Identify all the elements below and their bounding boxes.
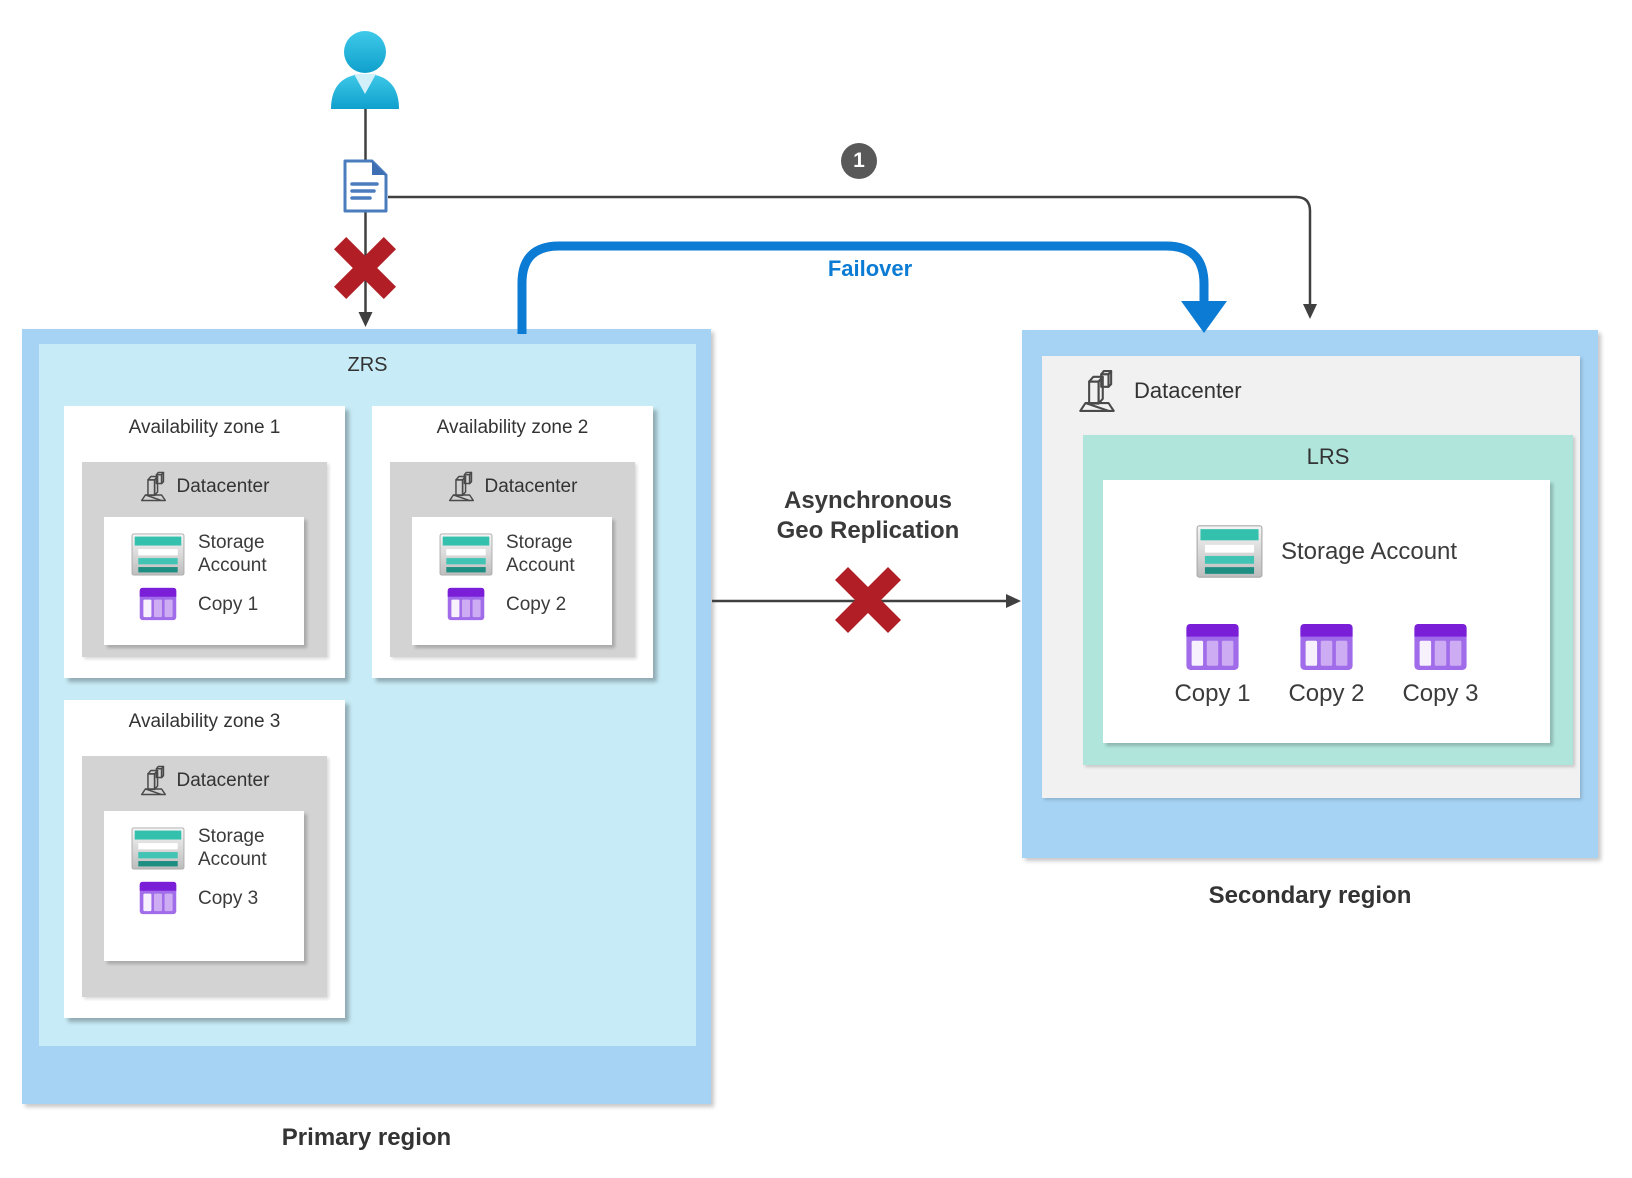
datacenter-header: Datacenter — [82, 471, 327, 502]
datacenter-icon — [140, 471, 167, 502]
zone-card-1: Availability zone 1 Datacenter Storage A… — [64, 406, 345, 678]
copy-icon — [1299, 623, 1354, 671]
storage-row: Storage Account — [1103, 524, 1550, 579]
datacenter-header: Datacenter — [1078, 369, 1580, 413]
doc-to-secondary-arrowhead — [1303, 304, 1317, 319]
datacenter-label: Datacenter — [484, 475, 578, 497]
copy-row: Copy 2 — [412, 587, 612, 621]
secondary-region-box: Datacenter LRS Storage Account Copy 1 — [1022, 330, 1598, 858]
secondary-datacenter-box: Datacenter LRS Storage Account Copy 1 — [1042, 356, 1580, 798]
primary-region-box: ZRS Availability zone 1 Datacenter Stora… — [22, 329, 711, 1104]
copy-row: Copy 1 — [104, 587, 304, 621]
step-badge: 1 — [841, 143, 877, 179]
datacenter-box: Datacenter Storage Account Copy 1 — [82, 462, 327, 657]
failover-label: Failover — [827, 256, 913, 281]
storage-row: Storage Account — [412, 531, 612, 577]
storage-account-label: Storage Account — [198, 826, 267, 870]
datacenter-box: Datacenter Storage Account Copy 2 — [390, 462, 635, 657]
copy-icon — [1413, 623, 1468, 671]
copy-label: Copy 3 — [198, 887, 259, 909]
zrs-label: ZRS — [347, 354, 388, 376]
storage-panel: Storage Account Copy 2 — [412, 517, 612, 645]
datacenter-icon — [448, 471, 475, 502]
storage-account-label: Storage Account — [506, 532, 575, 576]
zone-card-2: Availability zone 2 Datacenter Storage A… — [372, 406, 653, 678]
copy-icon — [139, 587, 177, 621]
storage-panel: Storage Account Copy 3 — [104, 811, 304, 961]
copy-row: Copy 3 — [104, 881, 304, 915]
datacenter-label: Datacenter — [1134, 378, 1242, 403]
copy-label: Copy 3 — [1402, 680, 1479, 707]
error-x-icon — [835, 567, 901, 633]
async-replication-label: Asynchronous Geo Replication — [740, 486, 996, 546]
copy-icon — [139, 881, 177, 915]
secondary-storage-card: Storage Account Copy 1 Copy 2 — [1103, 480, 1550, 743]
zone-title: Availability zone 3 — [128, 711, 281, 732]
primary-region-label: Primary region — [281, 1124, 452, 1151]
lrs-box: LRS Storage Account Copy 1 Copy 2 — [1083, 435, 1573, 765]
async-label-line2: Geo Replication — [776, 517, 960, 544]
copies-row: Copy 1 Copy 2 Copy 3 — [1103, 623, 1550, 708]
datacenter-icon — [140, 765, 167, 796]
doc-to-secondary-line — [388, 195, 1312, 306]
storage-row: Storage Account — [104, 825, 304, 871]
async-replication-arrowhead — [1006, 594, 1021, 608]
datacenter-header: Datacenter — [390, 471, 635, 502]
user-to-zrs-arrowhead — [358, 312, 373, 327]
copy-icon — [447, 587, 485, 621]
storage-account-label: Storage Account — [1280, 537, 1458, 565]
datacenter-label: Datacenter — [176, 769, 270, 791]
document-icon — [343, 159, 388, 213]
copy-icon — [1185, 623, 1240, 671]
async-label-line1: Asynchronous — [783, 487, 953, 514]
storage-account-icon — [439, 533, 493, 576]
storage-panel: Storage Account Copy 1 — [104, 517, 304, 645]
storage-account-icon — [1196, 524, 1263, 579]
lrs-label: LRS — [1306, 444, 1350, 469]
storage-account-icon — [131, 827, 185, 870]
zone-card-3: Availability zone 3 Datacenter Storage A… — [64, 700, 345, 1018]
datacenter-box: Datacenter Storage Account Copy 3 — [82, 756, 327, 997]
copy-item: Copy 3 — [1395, 623, 1487, 708]
copy-item: Copy 2 — [1281, 623, 1373, 708]
secondary-region-label: Secondary region — [1208, 882, 1412, 909]
storage-account-icon — [131, 533, 185, 576]
datacenter-label: Datacenter — [176, 475, 270, 497]
datacenter-icon — [1078, 369, 1116, 413]
copy-label: Copy 1 — [198, 593, 259, 615]
storage-row: Storage Account — [104, 531, 304, 577]
zone-title: Availability zone 1 — [128, 417, 281, 438]
error-x-icon — [334, 237, 396, 299]
datacenter-header: Datacenter — [82, 765, 327, 796]
copy-label: Copy 1 — [1174, 680, 1251, 707]
copy-label: Copy 2 — [506, 593, 567, 615]
zrs-box: ZRS Availability zone 1 Datacenter Stora… — [39, 344, 696, 1046]
zone-title: Availability zone 2 — [436, 417, 589, 438]
person-icon — [328, 31, 402, 109]
storage-account-label: Storage Account — [198, 532, 267, 576]
copy-label: Copy 2 — [1288, 680, 1365, 707]
copy-item: Copy 1 — [1167, 623, 1259, 708]
failover-arrowhead — [1181, 301, 1227, 333]
